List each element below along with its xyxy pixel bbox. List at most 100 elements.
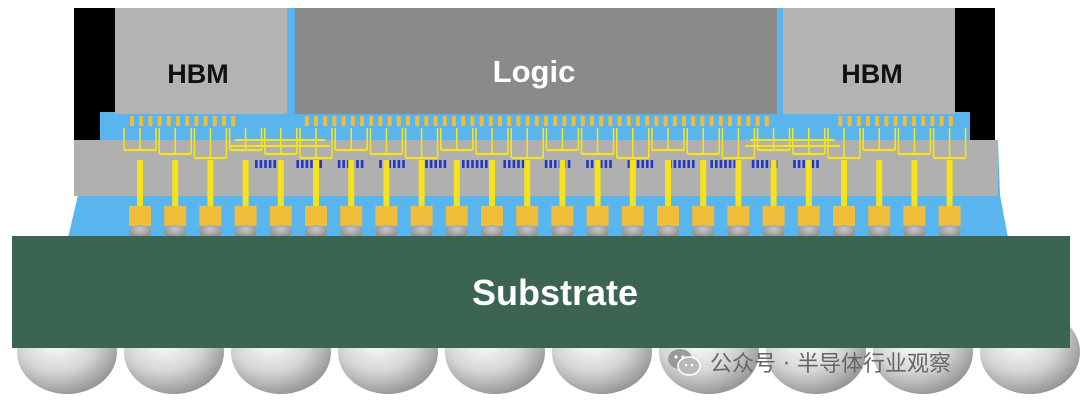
blue-mark <box>650 160 654 168</box>
hbm-die-left <box>115 8 287 114</box>
micro-bump <box>479 116 484 126</box>
micro-bump <box>608 116 613 126</box>
micro-bump <box>599 116 604 126</box>
micro-bump <box>185 116 190 126</box>
c4-bump <box>481 225 503 239</box>
micro-bump <box>737 116 742 126</box>
through-silicon-via <box>841 160 847 206</box>
micro-bump <box>332 116 337 126</box>
micro-bump <box>231 116 236 126</box>
micro-bump <box>580 116 585 126</box>
c4-bump <box>269 225 292 239</box>
micro-bump <box>378 116 383 126</box>
micro-bump <box>590 116 594 126</box>
watermark-text: 公众号 · 半导体行业观察 <box>710 352 951 377</box>
micro-bump <box>617 116 622 126</box>
micro-bump <box>424 116 429 126</box>
micro-bump <box>709 116 714 126</box>
micro-bump <box>166 116 171 126</box>
micro-bump <box>672 116 677 126</box>
c4-bump <box>797 225 820 239</box>
c4-pad <box>340 206 363 226</box>
blue-mark <box>728 160 732 168</box>
through-silicon-via <box>911 160 918 206</box>
blue-mark <box>797 160 801 168</box>
micro-bump-row <box>130 116 953 126</box>
underfill-gap-left <box>285 8 297 114</box>
blue-mark <box>356 160 359 168</box>
blue-mark <box>429 160 433 168</box>
blue-mark <box>259 160 263 168</box>
blue-mark <box>724 160 727 168</box>
micro-bump <box>884 116 889 126</box>
c4-pad <box>234 206 257 226</box>
blue-mark <box>264 160 267 168</box>
c4-pad <box>199 206 222 226</box>
blue-mark <box>646 160 649 168</box>
blue-mark <box>609 160 612 168</box>
c4-pad <box>797 206 820 226</box>
interposer-routing-traces <box>123 128 967 160</box>
micro-bump <box>470 116 475 126</box>
micro-bump <box>893 116 898 126</box>
c4-bump-pads <box>129 206 961 239</box>
micro-bump <box>930 116 935 126</box>
micro-bump <box>755 116 760 126</box>
micro-bump <box>176 116 180 126</box>
blue-mark <box>567 160 571 168</box>
blue-mark <box>811 160 815 168</box>
c4-bump <box>903 225 926 239</box>
c4-bump <box>516 225 539 239</box>
blue-mark <box>715 160 718 168</box>
blue-mark <box>793 160 796 168</box>
micro-bump <box>654 116 659 126</box>
micro-bump <box>875 116 880 126</box>
through-silicon-via <box>629 160 636 206</box>
c4-bump <box>340 225 363 239</box>
blue-mark <box>480 160 483 168</box>
micro-bump <box>433 116 438 126</box>
blue-mark <box>301 160 304 168</box>
through-silicon-via <box>277 160 284 206</box>
c4-bump <box>762 225 785 239</box>
blue-mark <box>549 160 552 168</box>
blue-mark <box>719 160 723 168</box>
blue-mark <box>379 160 382 168</box>
c4-pad <box>833 206 855 226</box>
c4-pad <box>516 206 539 226</box>
blue-mark <box>751 160 755 168</box>
micro-bump <box>571 116 576 126</box>
micro-bump <box>516 116 521 126</box>
through-silicon-via <box>735 160 742 206</box>
micro-bump <box>157 116 162 126</box>
c4-pad <box>762 206 785 226</box>
c4-bump <box>727 225 750 239</box>
c4-pad <box>375 206 398 226</box>
blue-mark <box>512 160 516 168</box>
micro-bump <box>323 116 328 126</box>
blue-mark <box>641 160 644 168</box>
micro-bump <box>369 116 374 126</box>
blue-mark <box>554 160 557 168</box>
blue-mark <box>756 160 759 168</box>
blue-mark <box>673 160 677 168</box>
micro-bump <box>396 116 401 126</box>
blue-mark <box>462 160 465 168</box>
blue-mark <box>765 160 769 168</box>
blue-mark <box>802 160 805 168</box>
blue-mark <box>485 160 488 168</box>
blue-mark <box>687 160 690 168</box>
through-silicon-via <box>770 160 777 206</box>
micro-bump <box>461 116 466 126</box>
c4-pad <box>586 206 609 226</box>
c4-pad <box>621 206 644 226</box>
micro-bump <box>691 116 696 126</box>
substrate <box>12 236 1070 348</box>
blue-mark <box>508 160 511 168</box>
c4-pad <box>445 206 468 226</box>
micro-bump <box>856 116 861 126</box>
wechat-icon <box>668 349 701 376</box>
c4-pad <box>868 206 891 226</box>
blue-mark <box>733 160 736 168</box>
